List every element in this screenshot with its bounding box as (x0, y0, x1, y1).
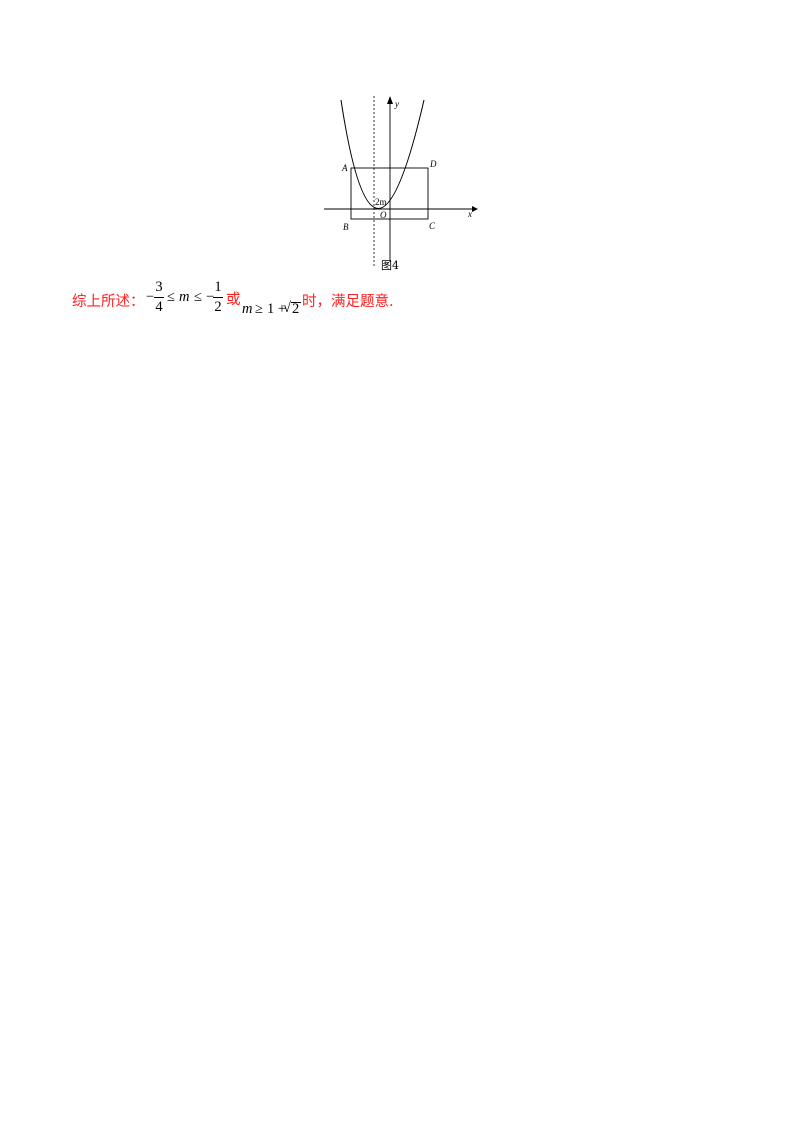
sqrt-overline (291, 302, 301, 303)
fraction-denominator: 2 (214, 299, 222, 315)
variable-m: m (179, 289, 190, 305)
point-d-label: D (429, 159, 437, 169)
or-word: 或 (226, 292, 241, 308)
origin-label: O (380, 210, 387, 220)
fraction-one-half: 1 2 (212, 280, 224, 315)
figure-4: y x A D B C O 2m (318, 92, 480, 272)
point-b-label: B (343, 222, 349, 232)
x-axis-label: x (467, 209, 472, 219)
fraction-three-quarters: 3 4 (153, 280, 165, 315)
rectangle-abcd (350, 167, 429, 220)
two-m-label: 2m (375, 197, 387, 207)
sqrt-argument: 2 (292, 301, 300, 317)
fraction-bar (213, 297, 223, 298)
minus-sign: − (146, 289, 155, 305)
x-axis-arrow (472, 206, 478, 212)
fraction-bar (154, 297, 164, 298)
y-axis-label: y (394, 99, 399, 109)
fraction-numerator: 3 (155, 279, 163, 295)
figure-caption: 图4 (381, 259, 399, 272)
geq-sign: ≥ (255, 301, 263, 317)
conclusion-tail: 时，满足题意. (302, 294, 394, 310)
point-a-label: A (341, 163, 348, 173)
conclusion-line: 综上所述： − 3 4 ≤ m ≤ − 1 2 或 m ≥ 1 + √ 2 时，… (72, 280, 772, 322)
parabola-curve (340, 99, 425, 209)
parabola-diagram: y x A D B C O 2m (324, 96, 478, 267)
fraction-denominator: 4 (155, 299, 163, 315)
sqrt-sign: √ (283, 300, 291, 316)
one-plus: 1 + (267, 301, 287, 317)
leq-sign: ≤ (167, 289, 175, 305)
fraction-numerator: 1 (214, 279, 222, 295)
variable-m: m (242, 301, 253, 317)
leq-sign: ≤ (194, 289, 202, 305)
point-c-label: C (429, 221, 436, 231)
minus-sign: − (206, 289, 215, 305)
y-axis-arrow (387, 96, 393, 104)
conclusion-lead: 综上所述： (72, 294, 145, 310)
